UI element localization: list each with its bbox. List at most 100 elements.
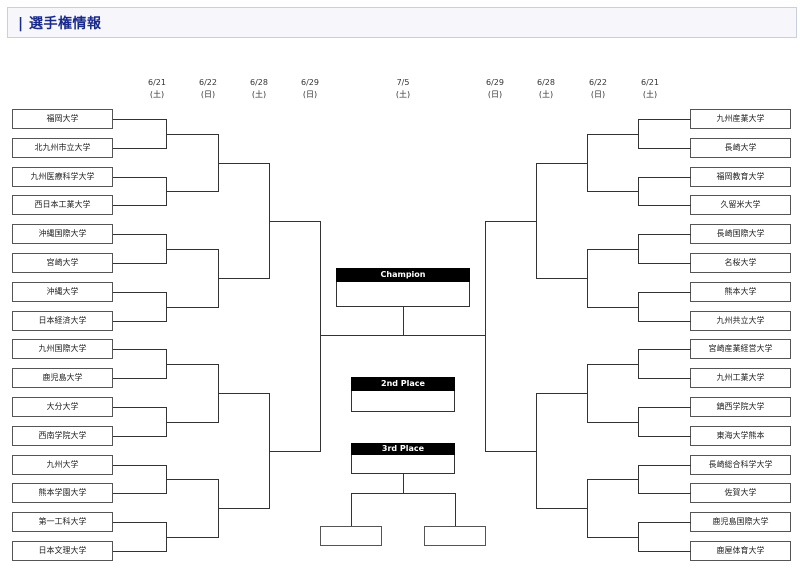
bracket-line — [587, 191, 639, 192]
team-box-right[interactable]: 鹿児島国際大学 — [690, 512, 791, 532]
bracket-line — [166, 364, 219, 365]
team-box-left[interactable]: 福岡大学 — [12, 109, 113, 129]
team-box-left[interactable]: 熊本学園大学 — [12, 483, 113, 503]
third-place-label: 3rd Place — [351, 443, 455, 455]
bracket-line — [638, 148, 691, 149]
bracket-line — [587, 422, 639, 423]
team-box-right[interactable]: 長崎総合科学大学 — [690, 455, 791, 475]
round-date: 6/28 (土) — [239, 77, 279, 101]
team-box-right[interactable]: 鎮西学院大学 — [690, 397, 791, 417]
bracket-line — [638, 205, 691, 206]
round-date: 6/29(日) — [290, 77, 330, 101]
bracket-line — [638, 378, 691, 379]
bracket-line — [166, 307, 219, 308]
bracket-line — [638, 177, 691, 178]
bracket-line — [218, 278, 270, 279]
bracket-line — [166, 191, 219, 192]
bracket-line — [638, 551, 691, 552]
team-box-left[interactable]: 第一工科大学 — [12, 512, 113, 532]
bracket-line — [166, 249, 219, 250]
bracket-line — [113, 177, 167, 178]
bracket-line — [113, 465, 167, 466]
team-box-left[interactable]: 大分大学 — [12, 397, 113, 417]
round-date: 6/21(土) — [630, 77, 670, 101]
bracket-line — [113, 292, 167, 293]
team-box-right[interactable]: 九州共立大学 — [690, 311, 791, 331]
team-box-right[interactable]: 九州工業大学 — [690, 368, 791, 388]
bracket-line — [455, 493, 456, 527]
bracket-line — [113, 148, 167, 149]
team-box-right[interactable]: 福岡教育大学 — [690, 167, 791, 187]
team-box-left[interactable]: 日本文理大学 — [12, 541, 113, 561]
bracket-line — [166, 479, 219, 480]
date-label: 6/22 — [199, 78, 217, 87]
bracket-line — [638, 321, 691, 322]
team-box-right[interactable]: 九州産業大学 — [690, 109, 791, 129]
day-label: (土) — [149, 90, 165, 99]
bracket-line — [320, 221, 321, 452]
bracket-line — [638, 349, 691, 350]
bracket-line — [269, 451, 321, 452]
bracket-line — [638, 522, 691, 523]
page-header: | 選手権情報 — [7, 7, 797, 38]
team-box-left[interactable]: 西南学院大学 — [12, 426, 113, 446]
team-box-right[interactable]: 東海大学熊本 — [690, 426, 791, 446]
day-label: (土) — [251, 90, 267, 99]
bracket-line — [587, 307, 639, 308]
bracket-line — [351, 493, 352, 527]
day-label: (日) — [200, 90, 216, 99]
team-box-right[interactable]: 熊本大学 — [690, 282, 791, 302]
team-box-left[interactable]: 宮崎大学 — [12, 253, 113, 273]
bracket-line — [403, 307, 404, 336]
bracket-line — [113, 407, 167, 408]
team-box-right[interactable]: 鹿屋体育大学 — [690, 541, 791, 561]
team-box-left[interactable]: 鹿児島大学 — [12, 368, 113, 388]
round-date: 6/28 (土) — [526, 77, 566, 101]
team-box-left[interactable]: 沖縄国際大学 — [12, 224, 113, 244]
date-label: 6/28 — [537, 78, 555, 87]
bracket-line — [485, 451, 537, 452]
team-box-right[interactable]: 宮崎産業経営大学 — [690, 339, 791, 359]
bracket-line — [113, 349, 167, 350]
team-box-right[interactable]: 佐賀大学 — [690, 483, 791, 503]
bracket-line — [536, 508, 588, 509]
bracket-line — [113, 493, 167, 494]
bracket-line — [638, 465, 691, 466]
date-label: 6/21 — [641, 78, 659, 87]
team-box-right[interactable]: 長崎大学 — [690, 138, 791, 158]
date-label: 6/21 — [148, 78, 166, 87]
team-box-left[interactable]: 沖縄大学 — [12, 282, 113, 302]
bracket-line — [113, 378, 167, 379]
third-place-slot-right — [424, 526, 486, 546]
champion-label: Champion — [336, 268, 470, 282]
bracket-line — [638, 119, 691, 120]
bracket-line — [485, 221, 486, 452]
date-label: 6/28 — [250, 78, 268, 87]
day-label: (土) — [395, 90, 411, 99]
team-box-left[interactable]: 九州医療科学大学 — [12, 167, 113, 187]
bracket-line — [638, 407, 691, 408]
bracket-line — [351, 493, 456, 494]
team-box-right[interactable]: 長崎国際大学 — [690, 224, 791, 244]
bracket-line — [166, 134, 219, 135]
bracket-line — [166, 422, 219, 423]
day-label: (日) — [302, 90, 318, 99]
day-label: (日) — [590, 90, 606, 99]
team-box-left[interactable]: 九州国際大学 — [12, 339, 113, 359]
team-box-left[interactable]: 日本経済大学 — [12, 311, 113, 331]
bracket-line — [587, 537, 639, 538]
bracket-line — [587, 364, 639, 365]
team-box-left[interactable]: 西日本工業大学 — [12, 195, 113, 215]
bracket-line — [638, 436, 691, 437]
team-box-left[interactable]: 九州大学 — [12, 455, 113, 475]
day-label: (日) — [487, 90, 503, 99]
bracket-line — [113, 551, 167, 552]
bracket-line — [269, 221, 321, 222]
team-box-right[interactable]: 久留米大学 — [690, 195, 791, 215]
day-label: (土) — [538, 90, 554, 99]
bracket-line — [638, 292, 691, 293]
bracket-line — [587, 249, 639, 250]
third-place-slot-left — [320, 526, 382, 546]
team-box-left[interactable]: 北九州市立大学 — [12, 138, 113, 158]
team-box-right[interactable]: 名桜大学 — [690, 253, 791, 273]
